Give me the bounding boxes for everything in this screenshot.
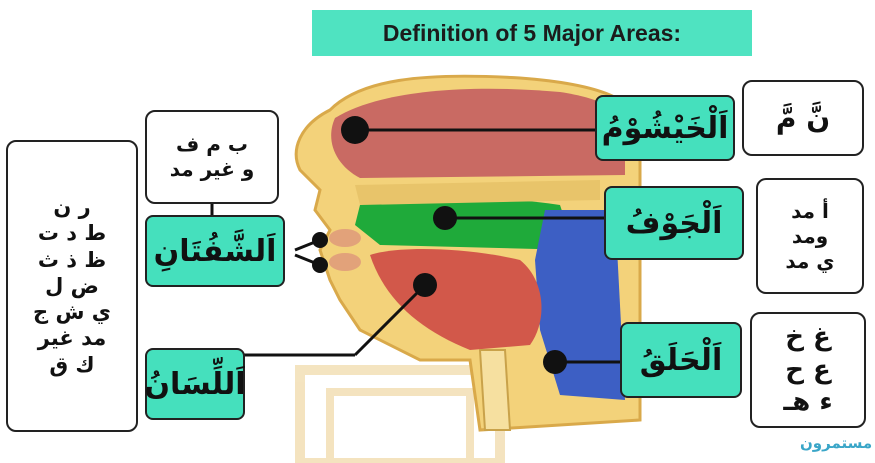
letters-lisan: ر ن ط د ت ظ ذ ث ض ل ي ش ج مد غير ك ق (6, 140, 138, 432)
watermark-logo (300, 370, 500, 463)
pointer-dot-khayshum (341, 116, 369, 144)
pointer-dot-lisan (413, 273, 437, 297)
pointer-dot-halq (543, 350, 567, 374)
letters-jawf: أ مد ومد ي مد (756, 178, 864, 294)
watermark-text: مستمرون (800, 434, 872, 452)
letters-khayshum: نَّ مَّ (742, 80, 864, 156)
label-halq: اَلْحَلَقُ (620, 322, 742, 398)
label-khayshum: اَلْخَيْشُوْمُ (595, 95, 735, 161)
pointer-dot-lip-lower (312, 257, 328, 273)
windpipe (480, 350, 510, 430)
label-shafatan: اَلشَّفُتَانِ (145, 215, 285, 287)
letters-halq: غ خ ع ح ء هـ (750, 312, 866, 428)
letters-shafatan: ب م ف و غير مد (145, 110, 279, 204)
label-lisan: اَللِّسَانُ (145, 348, 245, 420)
lip-lower (329, 253, 361, 271)
nasal-cavity (331, 89, 625, 178)
label-jawf: اَلْجَوْفُ (604, 186, 744, 260)
pointer-dot-jawf (433, 206, 457, 230)
pointer-dot-lip-upper (312, 232, 328, 248)
lip-upper (329, 229, 361, 247)
